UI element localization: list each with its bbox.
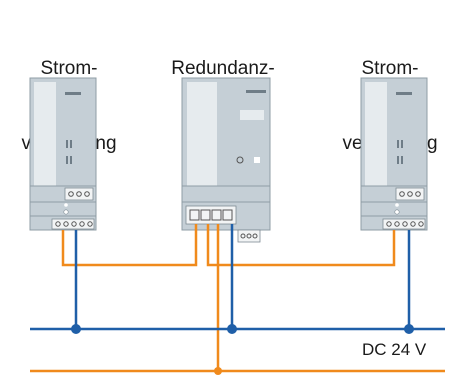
left-psu-output-wire — [61, 224, 198, 267]
right-psu-label-line1: Strom- — [361, 58, 419, 79]
junction-dot-middle — [227, 324, 237, 334]
junction-dot-orange — [214, 367, 222, 375]
right-power-supply — [360, 77, 428, 231]
right-psu-output-wire — [206, 224, 396, 267]
junction-dot-right — [404, 324, 414, 334]
left-power-supply — [29, 77, 97, 231]
left-psu-label-line1: Strom- — [40, 58, 98, 79]
junction-dot-left — [71, 324, 81, 334]
dc-wires — [30, 224, 445, 331]
dc-bus-label: DC 24 V — [362, 340, 427, 359]
redundancy-module-label-line1: Redundanz- — [171, 58, 275, 79]
output-wires — [30, 224, 445, 373]
redundancy-module — [181, 77, 271, 243]
